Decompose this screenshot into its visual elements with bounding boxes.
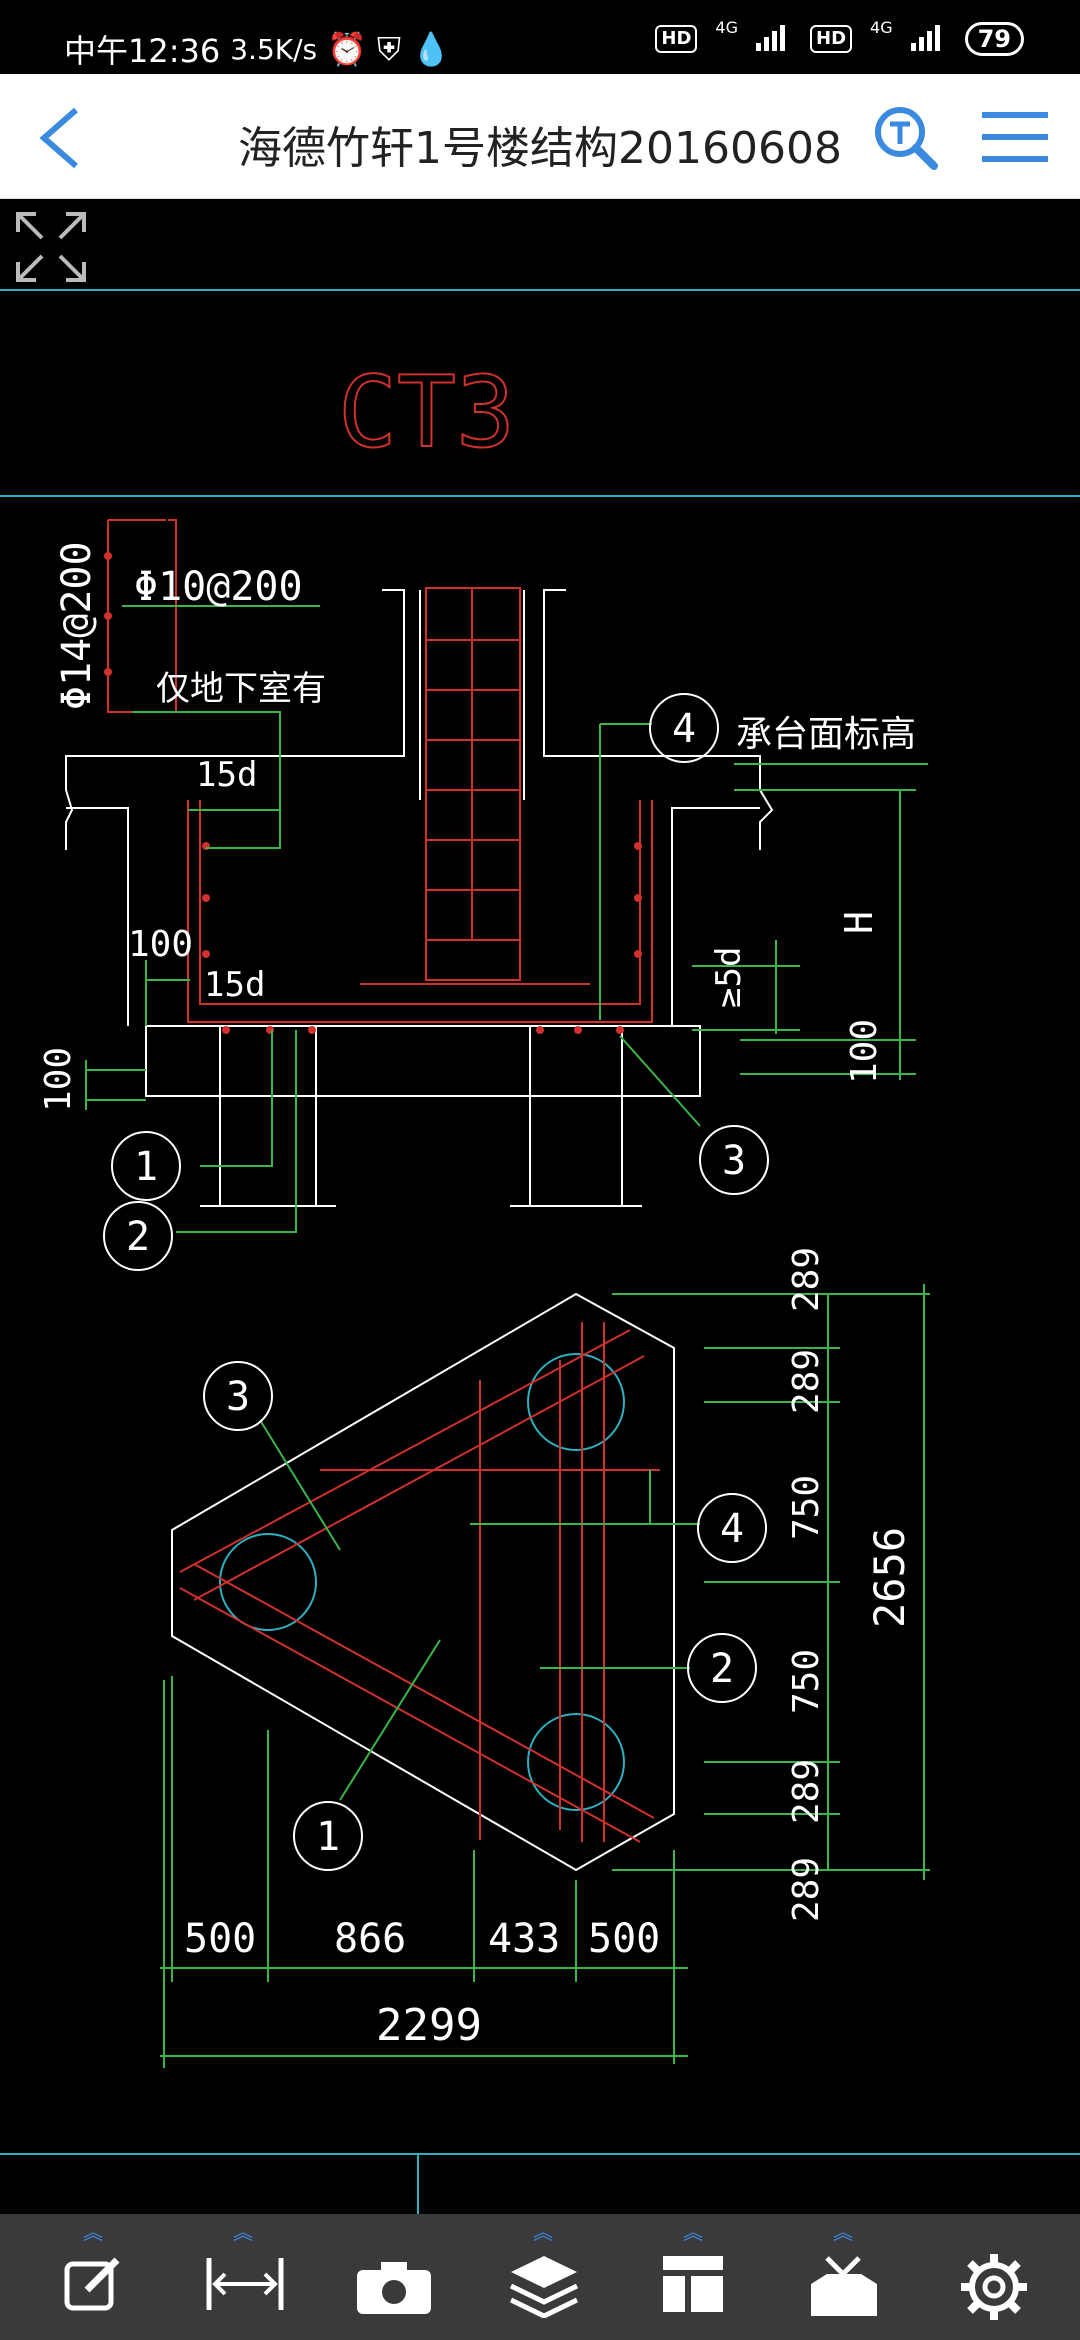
plan-callout-4: 4 bbox=[720, 1506, 744, 1552]
dim-289-d: 289 bbox=[786, 1857, 827, 1922]
page-title: 海德竹轩1号楼结构20160608 bbox=[238, 123, 842, 174]
length-label-1: 15d bbox=[196, 755, 257, 795]
callout-circle bbox=[699, 1125, 769, 1195]
camera-icon bbox=[357, 2262, 431, 2314]
battery-indicator: 79 bbox=[964, 22, 1024, 56]
dim-2656: 2656 bbox=[865, 1527, 914, 1628]
screenshot-button[interactable] bbox=[333, 2214, 453, 2340]
rebar-side-label: Φ14@200 bbox=[54, 541, 100, 710]
callout-2: 2 bbox=[126, 1214, 150, 1260]
measure-button[interactable]: ︽ bbox=[183, 2214, 303, 2340]
pile-cap-outline bbox=[171, 1292, 675, 1872]
status-bar: 中午12:36 3.5K/s ⏰ ⛨ 💧 HD 4G HD 4G 79 bbox=[0, 0, 1080, 74]
expand-up-icon: ︽ bbox=[233, 2220, 253, 2244]
text-search-icon bbox=[875, 107, 938, 170]
layers-button[interactable]: ︽ bbox=[483, 2214, 603, 2340]
shield-icon: ⛨ bbox=[377, 29, 402, 68]
net-label-1: 4G bbox=[715, 17, 738, 37]
expand-up-icon: ︽ bbox=[83, 2220, 103, 2244]
drawing-canvas[interactable]: CT3 bbox=[0, 198, 1080, 2214]
dim-289-c: 289 bbox=[786, 1759, 827, 1824]
status-speed: 3.5K/s bbox=[230, 32, 318, 66]
signal-icon-2 bbox=[910, 23, 947, 55]
callout-circle bbox=[649, 693, 719, 763]
layout-button[interactable]: ︽ bbox=[633, 2214, 753, 2340]
callout-circle bbox=[203, 1361, 273, 1431]
net-label-2: 4G bbox=[870, 17, 893, 37]
dim-289-b: 289 bbox=[786, 1349, 827, 1414]
column-rebar bbox=[107, 519, 653, 1023]
chevron-left-icon bbox=[39, 107, 78, 169]
plan-callout-3: 3 bbox=[226, 1374, 250, 1420]
rebar-dots bbox=[104, 552, 642, 1034]
dim-5d: ≥5d bbox=[709, 947, 749, 1008]
dim-2299: 2299 bbox=[376, 2000, 482, 2051]
callout-circle bbox=[111, 1131, 181, 1201]
settings-icon bbox=[961, 2254, 1027, 2320]
toolbox-icon bbox=[811, 2256, 877, 2316]
elevation-label: 承台面标高 bbox=[736, 714, 916, 755]
callout-circle bbox=[293, 1801, 363, 1871]
hd-badge-2: HD bbox=[810, 25, 853, 53]
signal-icon-1 bbox=[756, 23, 792, 55]
dim-500-b: 500 bbox=[588, 1916, 660, 1962]
rebar-top-label: Φ10@200 bbox=[134, 564, 303, 610]
dim-100-c: 100 bbox=[844, 1019, 885, 1084]
app-header: 海德竹轩1号楼结构20160608 bbox=[0, 74, 1080, 199]
measure-icon bbox=[206, 2258, 284, 2310]
callout-circle bbox=[697, 1493, 767, 1563]
expand-up-icon: ︽ bbox=[533, 2220, 553, 2244]
fullscreen-icon[interactable] bbox=[16, 212, 86, 282]
dim-433: 433 bbox=[488, 1916, 560, 1962]
plan-rebar bbox=[179, 1322, 660, 1843]
expand-up-icon: ︽ bbox=[683, 2220, 703, 2244]
plan-callout-1: 1 bbox=[316, 1814, 340, 1860]
callout-circle bbox=[103, 1201, 173, 1271]
status-time: 中午12:36 bbox=[64, 32, 221, 70]
dim-866: 866 bbox=[334, 1916, 406, 1962]
layers-icon bbox=[509, 2256, 579, 2318]
text-search-button[interactable] bbox=[870, 102, 940, 172]
back-button[interactable] bbox=[30, 102, 100, 172]
dim-750-b: 750 bbox=[786, 1649, 827, 1714]
drop-icon: 💧 bbox=[411, 30, 451, 68]
piles bbox=[219, 1353, 625, 1811]
menu-button[interactable] bbox=[978, 102, 1052, 172]
bottom-toolbar: ︽ ︽ ︽ ︽ bbox=[0, 2214, 1080, 2340]
status-left: 中午12:36 3.5K/s ⏰ ⛨ 💧 bbox=[64, 26, 451, 72]
tools-button[interactable]: ︽ bbox=[783, 2214, 903, 2340]
dim-100-a: 100 bbox=[128, 924, 193, 965]
plan-callout-2: 2 bbox=[710, 1646, 734, 1692]
dim-100-b: 100 bbox=[38, 1047, 79, 1112]
drawing-label: CT3 bbox=[338, 356, 515, 470]
hd-badge-1: HD bbox=[655, 25, 698, 53]
plan-dims bbox=[160, 1284, 930, 2068]
callout-4: 4 bbox=[672, 706, 696, 752]
edit-icon bbox=[64, 2257, 120, 2311]
expand-up-icon: ︽ bbox=[833, 2220, 853, 2244]
section-outline bbox=[65, 589, 774, 1207]
dim-500-a: 500 bbox=[184, 1916, 256, 1962]
status-right: HD 4G HD 4G 79 bbox=[655, 18, 1024, 56]
note-label: 仅地下室有 bbox=[156, 669, 326, 709]
hamburger-icon bbox=[982, 112, 1048, 162]
callout-1: 1 bbox=[134, 1144, 158, 1190]
callout-circle bbox=[687, 1633, 757, 1703]
callout-3: 3 bbox=[722, 1138, 746, 1184]
alarm-icon: ⏰ bbox=[327, 30, 367, 68]
layout-icon bbox=[663, 2256, 723, 2312]
length-label-2: 15d bbox=[204, 965, 265, 1005]
annotate-button[interactable]: ︽ bbox=[33, 2214, 153, 2340]
dim-289-a: 289 bbox=[786, 1247, 827, 1312]
dim-750-a: 750 bbox=[786, 1475, 827, 1540]
section-leaders bbox=[85, 605, 928, 1233]
dim-H: H bbox=[837, 911, 881, 934]
settings-button[interactable] bbox=[933, 2214, 1053, 2340]
